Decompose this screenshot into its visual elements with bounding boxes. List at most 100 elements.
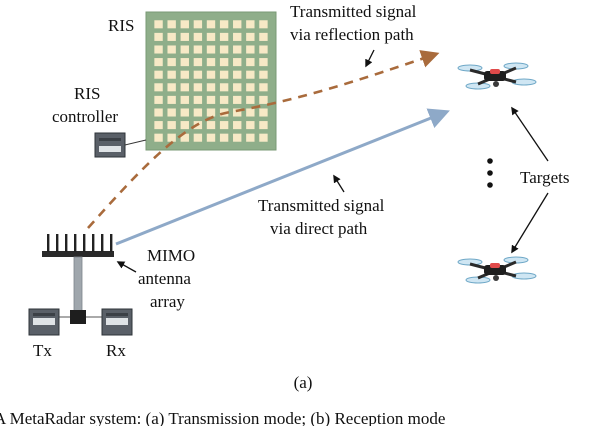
ris-unit-cell xyxy=(259,133,268,142)
ris-unit-cell xyxy=(233,70,242,79)
ris-unit-cell xyxy=(233,121,242,130)
ris-unit-cell xyxy=(180,121,189,130)
ris-unit-cell xyxy=(219,20,229,29)
direct-label-line2: via direct path xyxy=(270,219,368,238)
antenna-element xyxy=(65,234,68,252)
ris-unit-cell xyxy=(167,133,176,142)
ris-unit-cell xyxy=(246,32,255,41)
ris-unit-cell xyxy=(259,83,268,92)
ris-unit-cell xyxy=(180,70,189,79)
direct-label-line1: Transmitted signal xyxy=(258,196,385,215)
antenna-element xyxy=(92,234,95,252)
ris-unit-cell xyxy=(206,20,216,29)
drone-icon xyxy=(457,62,537,90)
more-targets-dots xyxy=(487,158,493,188)
ris-unit-cell xyxy=(246,20,255,29)
antenna-element xyxy=(56,234,59,252)
ris-unit-cell xyxy=(167,70,176,79)
ris-unit-cell xyxy=(167,108,176,117)
ris-unit-cell xyxy=(206,83,216,92)
figure-caption: A MetaRadar system: (a) Transmission mod… xyxy=(0,409,445,426)
ris-unit-cell xyxy=(167,20,176,29)
ris-unit-cell xyxy=(180,58,189,67)
reflection-label-line1: Transmitted signal xyxy=(290,2,417,21)
ris-unit-cell xyxy=(246,121,255,130)
ris-unit-cell xyxy=(180,95,189,104)
ris-unit-cell xyxy=(154,32,163,41)
ris-unit-cell xyxy=(219,32,229,41)
antenna-element xyxy=(47,234,50,252)
ris-unit-cell xyxy=(154,45,163,54)
mimo-pointer-arrow xyxy=(116,261,137,273)
ris-unit-cell xyxy=(219,83,229,92)
ris-unit-cell xyxy=(167,58,176,67)
ris-unit-cell xyxy=(206,108,216,117)
mimo-antenna-array-icon xyxy=(42,234,114,324)
ris-unit-cell xyxy=(259,32,268,41)
antenna-element xyxy=(83,234,86,252)
reflection-pointer-arrow xyxy=(365,49,375,68)
ris-unit-cell xyxy=(233,133,242,142)
tx-device-icon xyxy=(28,308,60,336)
tx-label: Tx xyxy=(33,341,52,360)
ris-unit-cell xyxy=(233,32,242,41)
ris-unit-cell xyxy=(193,20,203,29)
ris-unit-cell xyxy=(193,58,203,67)
ris-unit-cell xyxy=(154,121,163,130)
ris-unit-cell xyxy=(180,83,189,92)
subfigure-label: (a) xyxy=(294,373,313,392)
ris-unit-cell xyxy=(246,83,255,92)
mimo-label-line3: array xyxy=(150,292,185,311)
ris-unit-cell xyxy=(206,133,216,142)
rx-device-icon xyxy=(101,308,133,336)
ris-unit-cell xyxy=(233,45,242,54)
antenna-elements xyxy=(47,234,113,252)
ris-unit-cell xyxy=(193,32,203,41)
ris-unit-cell xyxy=(259,108,268,117)
targets-label: Targets xyxy=(520,168,569,187)
antenna-element xyxy=(101,234,104,252)
ris-unit-cell xyxy=(154,83,163,92)
ris-unit-cell xyxy=(233,108,242,117)
direct-path-arrow xyxy=(115,108,450,246)
ris-unit-cell xyxy=(193,133,203,142)
ris-unit-cell xyxy=(180,45,189,54)
ris-unit-cell xyxy=(259,121,268,130)
ris-unit-cell xyxy=(167,95,176,104)
ris-unit-cell xyxy=(259,70,268,79)
ris-unit-cell xyxy=(167,45,176,54)
ris-unit-cell xyxy=(219,70,229,79)
ris-unit-cell xyxy=(233,83,242,92)
ris-unit-cell xyxy=(233,58,242,67)
direct-pointer-arrow xyxy=(333,174,345,193)
antenna-element xyxy=(74,234,77,252)
ris-unit-cell xyxy=(206,121,216,130)
ris-unit-cell xyxy=(206,32,216,41)
ris-unit-cell xyxy=(246,133,255,142)
ris-unit-cell xyxy=(259,95,268,104)
ris-controller-box-icon xyxy=(94,132,126,158)
rx-label: Rx xyxy=(106,341,126,360)
ris-controller-label-line2: controller xyxy=(52,107,118,126)
ris-unit-cell xyxy=(206,58,216,67)
ris-unit-cell xyxy=(167,32,176,41)
ris-unit-cell xyxy=(180,108,189,117)
ris-unit-cell xyxy=(219,133,229,142)
ris-panel xyxy=(145,11,277,151)
ris-unit-cell xyxy=(233,95,242,104)
drone-icon xyxy=(457,256,537,284)
ris-unit-cell xyxy=(193,83,203,92)
ris-unit-cell xyxy=(233,20,242,29)
ris-controller-label-line1: RIS xyxy=(74,84,100,103)
reflection-path-arrow xyxy=(87,50,440,229)
reflection-label-line2: via reflection path xyxy=(290,25,414,44)
targets-arrow-up xyxy=(511,106,549,162)
ris-unit-cell xyxy=(259,20,268,29)
ris-unit-cell xyxy=(259,58,268,67)
ris-unit-cell xyxy=(206,95,216,104)
ris-unit-cell xyxy=(206,70,216,79)
ris-unit-cell xyxy=(206,45,216,54)
antenna-element xyxy=(110,234,113,252)
ris-unit-cell xyxy=(180,32,189,41)
